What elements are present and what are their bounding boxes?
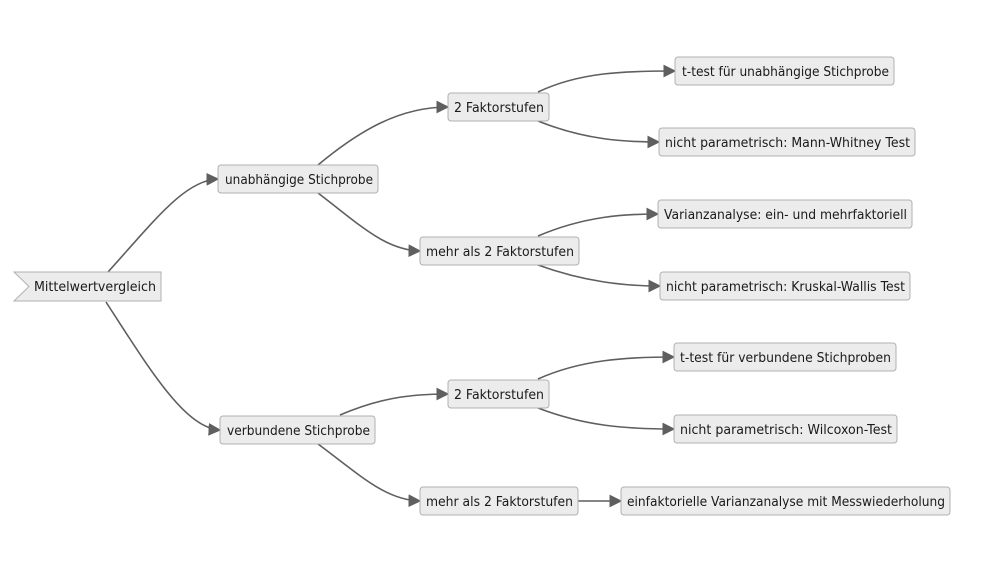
node-verbundene-stichprobe: verbundene Stichprobe [219,415,376,445]
edge-unabhaengig-to-mehr [317,192,422,258]
node-root-label: Mittelwertvergleich [34,280,156,295]
edge-root-to-unabhaengig [107,172,220,273]
node-mehr-als-2-lower-label: mehr als 2 Faktorstufen [426,495,573,510]
node-mehr-als-2-upper: mehr als 2 Faktorstufen [419,236,580,266]
node-2-faktorstufen-upper-label: 2 Faktorstufen [454,101,544,116]
edge-unabhaengig-to-2faktor [317,100,450,166]
leaf-kruskal-wallis-label: nicht parametrisch: Kruskal-Wallis Test [666,280,905,295]
leaf-kruskal-wallis: nicht parametrisch: Kruskal-Wallis Test [659,271,911,301]
leaf-ttest-verbunden-label: t-test für verbundene Stichproben [680,351,891,366]
leaf-ttest-unabhaengig: t-test für unabhängige Stichprobe [674,56,895,86]
node-mehr-als-2-upper-label: mehr als 2 Faktorstufen [426,245,574,260]
leaf-mann-whitney: nicht parametrisch: Mann-Whitney Test [658,127,916,157]
edge-mehr-upper-to-varianz [537,207,660,237]
edge-2faktor-upper-to-ttest [537,64,677,93]
leaf-varianzanalyse-label: Varianzanalyse: ein- und mehrfaktoriell [664,208,907,223]
leaf-varianzanalyse: Varianzanalyse: ein- und mehrfaktoriell [657,199,913,229]
edge-2faktor-upper-to-mannwhitney [537,120,661,149]
edge-2faktor-lower-to-wilcoxon [537,407,676,436]
leaf-ttest-verbunden: t-test für verbundene Stichproben [673,342,897,372]
leaf-einfaktorielle-varianzanalyse: einfaktorielle Varianzanalyse mit Messwi… [620,486,951,516]
node-mehr-als-2-lower: mehr als 2 Faktorstufen [419,486,579,516]
leaf-wilcoxon: nicht parametrisch: Wilcoxon-Test [673,414,898,444]
leaf-wilcoxon-label: nicht parametrisch: Wilcoxon-Test [680,423,892,438]
edges [105,64,677,508]
node-verbundene-stichprobe-label: verbundene Stichprobe [227,424,370,439]
node-2-faktorstufen-lower-label: 2 Faktorstufen [454,388,544,403]
node-root: Mittelwertvergleich [12,271,162,302]
node-unabhaengige-stichprobe: unabhängige Stichprobe [217,164,379,194]
edge-root-to-verbunden [105,301,222,436]
node-unabhaengige-stichprobe-label: unabhängige Stichprobe [225,173,373,188]
leaf-mann-whitney-label: nicht parametrisch: Mann-Whitney Test [665,136,910,151]
leaf-ttest-unabhaengig-label: t-test für unabhängige Stichprobe [682,65,889,80]
edge-verbunden-to-2faktor [339,387,450,416]
node-2-faktorstufen-lower: 2 Faktorstufen [447,379,550,409]
node-2-faktorstufen-upper: 2 Faktorstufen [447,92,550,122]
edge-mehr-upper-to-kruskal [537,264,662,293]
edge-verbunden-to-mehr [317,443,422,508]
leaf-einfaktorielle-varianzanalyse-label: einfaktorielle Varianzanalyse mit Messwi… [627,495,945,510]
edge-2faktor-lower-to-ttest [537,350,676,380]
